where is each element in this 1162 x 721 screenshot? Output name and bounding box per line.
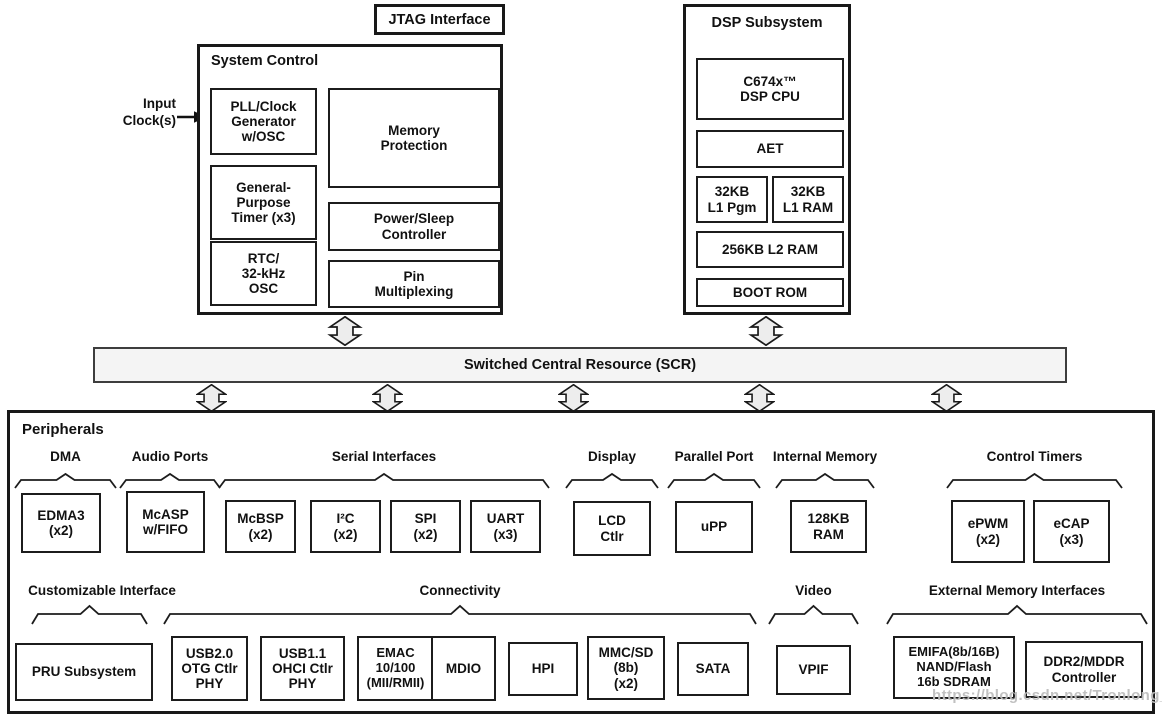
box-usb2-otg: USB2.0 OTG Ctlr PHY — [171, 636, 248, 701]
group-label-serial-interfaces: Serial Interfaces — [331, 449, 437, 464]
bidirectional-arrow-icon — [327, 316, 363, 346]
box-usb1-ohci: USB1.1 OHCI Ctlr PHY — [260, 636, 345, 701]
brace-decoration — [667, 472, 761, 489]
system-control-title: System Control — [211, 53, 319, 69]
box-mcasp: McASP w/FIFO — [126, 491, 205, 553]
group-label-parallel-port: Parallel Port — [674, 449, 754, 464]
box-sata: SATA — [677, 642, 749, 696]
input-clock-label: Input Clock(s) — [122, 96, 176, 128]
box-hpi: HPI — [508, 642, 578, 696]
box-ecap: eCAP (x3) — [1033, 500, 1110, 563]
box-epwm: ePWM (x2) — [951, 500, 1025, 563]
bidirectional-arrow-icon — [744, 384, 775, 412]
box-emifa: EMIFA(8b/16B) NAND/Flash 16b SDRAM — [893, 636, 1015, 699]
group-label-external-memory-interfaces: External Memory Interfaces — [928, 583, 1106, 598]
box-mmc-sd: MMC/SD (8b) (x2) — [587, 636, 665, 700]
group-label-display: Display — [587, 449, 637, 464]
brace-decoration — [119, 472, 221, 489]
brace-decoration — [565, 472, 659, 489]
group-label-internal-memory: Internal Memory — [772, 449, 878, 464]
box-aet: AET — [696, 130, 844, 168]
watermark-text: https://blog.csdn.net/Tronlong_ — [932, 687, 1162, 704]
peripherals-box: Peripherals DMA EDMA3 (x2) Audio Ports M… — [7, 410, 1155, 714]
box-upp: uPP — [675, 501, 753, 553]
group-label-connectivity: Connectivity — [419, 583, 501, 598]
box-uart: UART (x3) — [470, 500, 541, 553]
bidirectional-arrow-icon — [372, 384, 403, 412]
box-boot-rom: BOOT ROM — [696, 278, 844, 307]
box-power-sleep-controller: Power/Sleep Controller — [328, 202, 500, 251]
box-memory-protection: Memory Protection — [328, 88, 500, 188]
box-pru-subsystem: PRU Subsystem — [15, 643, 153, 701]
box-edma3: EDMA3 (x2) — [21, 493, 101, 553]
box-i2c: I²C (x2) — [310, 500, 381, 553]
jtag-interface-box: JTAG Interface — [374, 4, 505, 35]
box-emac: EMAC 10/100 (MII/RMII) — [357, 636, 434, 701]
group-label-customizable-interface: Customizable Interface — [28, 583, 176, 598]
brace-decoration — [31, 604, 148, 625]
scr-label: Switched Central Resource (SCR) — [463, 357, 697, 373]
group-label-control-timers: Control Timers — [986, 449, 1083, 464]
box-mcbsp: McBSP (x2) — [225, 500, 296, 553]
box-vpif: VPIF — [776, 645, 851, 695]
group-label-video: Video — [795, 583, 832, 598]
bidirectional-arrow-icon — [558, 384, 589, 412]
bidirectional-arrow-icon — [748, 316, 784, 346]
bidirectional-arrow-icon — [196, 384, 227, 412]
brace-decoration — [14, 472, 117, 489]
bidirectional-arrow-icon — [931, 384, 962, 412]
dsp-subsystem-title: DSP Subsystem — [711, 15, 823, 31]
box-spi: SPI (x2) — [390, 500, 461, 553]
brace-decoration — [775, 472, 875, 489]
brace-decoration — [946, 472, 1123, 489]
brace-decoration — [768, 604, 859, 625]
jtag-interface-label: JTAG Interface — [388, 11, 491, 28]
group-label-audio-ports: Audio Ports — [131, 449, 209, 464]
box-128kb-ram: 128KB RAM — [790, 500, 867, 553]
box-c674x-dsp-cpu: C674x™ DSP CPU — [696, 58, 844, 120]
brace-decoration — [886, 604, 1148, 625]
box-rtc-osc: RTC/ 32-kHz OSC — [210, 241, 317, 306]
box-l2-ram: 256KB L2 RAM — [696, 231, 844, 268]
scr-bar: Switched Central Resource (SCR) — [93, 347, 1067, 383]
box-pin-multiplexing: Pin Multiplexing — [328, 260, 500, 308]
box-lcd-ctlr: LCD Ctlr — [573, 501, 651, 556]
box-general-purpose-timer: General- Purpose Timer (x3) — [210, 165, 317, 240]
peripherals-title: Peripherals — [22, 421, 104, 438]
box-l1-ram: 32KB L1 RAM — [772, 176, 844, 223]
box-l1-pgm: 32KB L1 Pgm — [696, 176, 768, 223]
box-ddr2-mddr: DDR2/MDDR Controller — [1025, 641, 1143, 698]
group-label-dma: DMA — [50, 449, 81, 464]
brace-decoration — [218, 472, 550, 489]
system-control-box: System Control PLL/Clock Generator w/OSC… — [197, 44, 503, 315]
dsp-subsystem-box: DSP Subsystem C674x™ DSP CPU AET 32KB L1… — [683, 4, 851, 315]
brace-decoration — [163, 604, 757, 625]
box-mdio: MDIO — [431, 636, 496, 701]
box-pll-clock-generator: PLL/Clock Generator w/OSC — [210, 88, 317, 155]
